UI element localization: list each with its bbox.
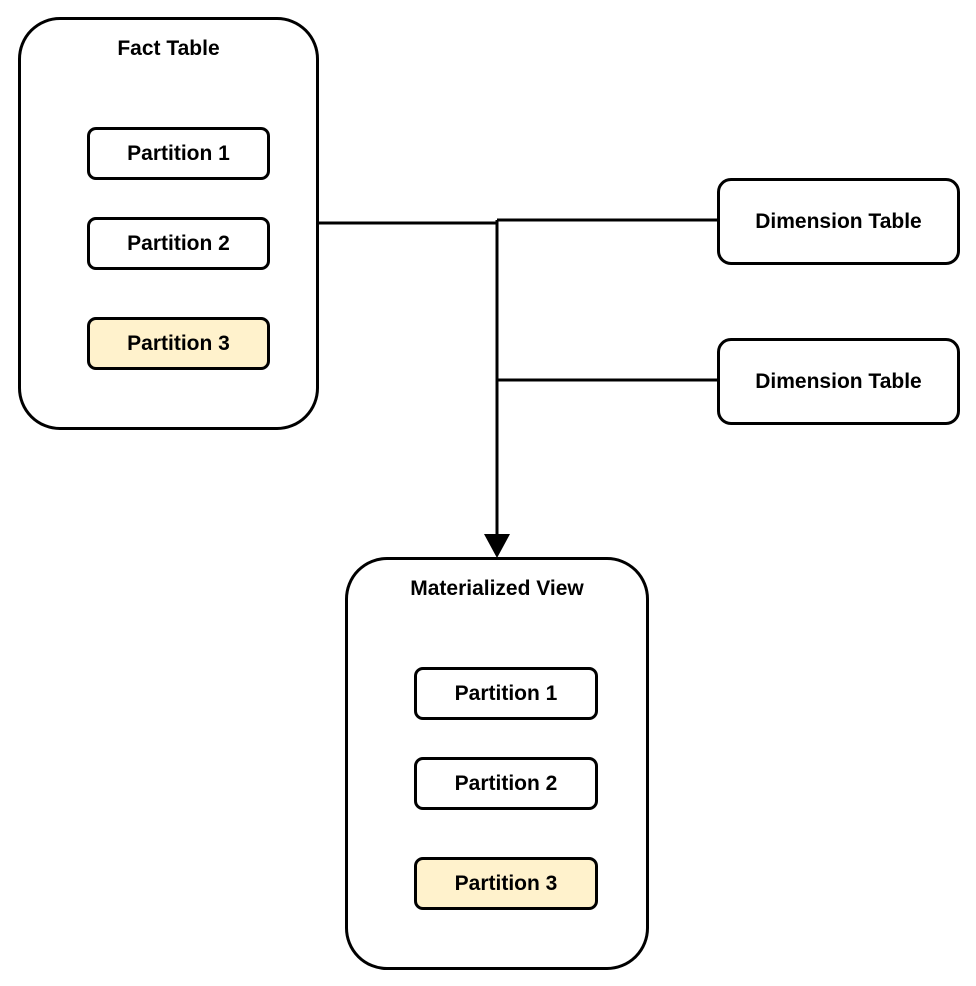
materialized-view-partition-3: Partition 3 xyxy=(414,857,598,910)
fact-table-title: Fact Table xyxy=(117,37,220,60)
materialized-view-title: Materialized View xyxy=(410,577,584,600)
fact-table-partition-2: Partition 2 xyxy=(87,217,270,270)
dimension-table-2: Dimension Table xyxy=(717,338,960,425)
materialized-view-partition-2: Partition 2 xyxy=(414,757,598,810)
materialized-view-partition-1: Partition 1 xyxy=(414,667,598,720)
dimension-table-1: Dimension Table xyxy=(717,178,960,265)
fact-table-partition-3: Partition 3 xyxy=(87,317,270,370)
fact-table-partition-1: Partition 1 xyxy=(87,127,270,180)
arrow-head-icon xyxy=(484,534,510,558)
